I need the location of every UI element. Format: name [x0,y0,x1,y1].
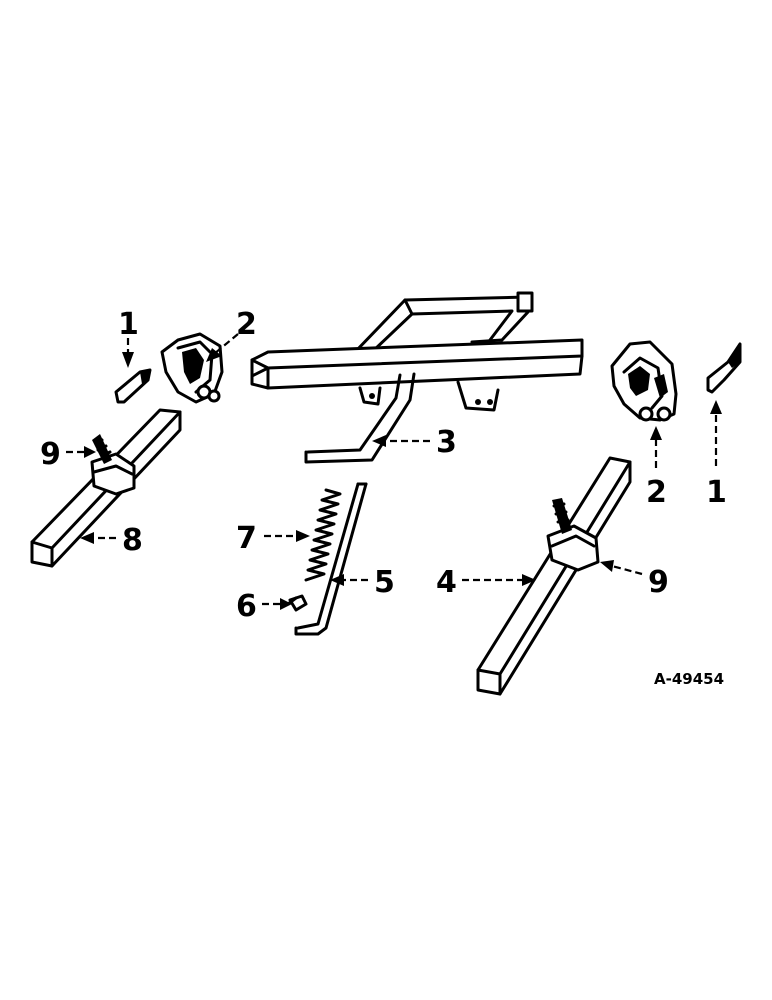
collar-part-9-left [90,434,136,496]
callout-8: 8 [122,523,143,558]
casting-part-2-right [610,340,678,422]
callout-9-left: 9 [40,437,61,472]
pin-part-1-right [706,342,742,394]
callout-6: 6 [236,589,257,624]
square-shaft-part-4 [476,456,632,696]
casting-part-2-left [160,332,224,404]
callout-9-right: 9 [648,565,669,600]
callout-7: 7 [236,521,257,556]
frame-bracket-part-3 [250,291,584,464]
leader-lines [66,333,722,610]
clip-part-6 [286,594,308,612]
callout-5: 5 [374,565,395,600]
reference-number: A-49454 [654,670,724,688]
callout-1-left: 1 [118,307,139,342]
callout-2-left: 2 [236,307,257,342]
callout-4: 4 [436,565,457,600]
pin-part-1-left [114,368,152,404]
callout-3: 3 [436,425,457,460]
callout-1-right: 1 [706,475,727,510]
callout-2-right: 2 [646,475,667,510]
spring-part-7 [304,488,342,582]
collar-part-9-right [546,498,600,572]
